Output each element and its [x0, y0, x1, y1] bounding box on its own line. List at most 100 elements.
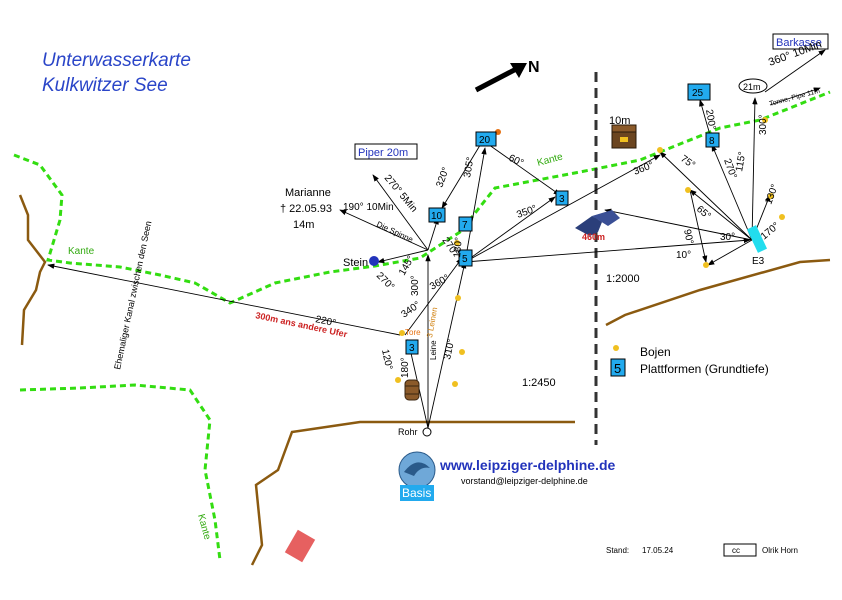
treasure-chest-icon	[611, 124, 637, 149]
bearing-label: 90°	[681, 228, 695, 245]
map-title: Unterwasserkarte	[42, 50, 191, 71]
scale-left: 1:2450	[522, 377, 556, 389]
buoy	[685, 187, 691, 193]
platform-label: 3	[559, 194, 565, 205]
website-link[interactable]: www.leipziger-delphine.de	[439, 457, 615, 473]
scale-right: 1:2000	[606, 273, 640, 285]
bearing-lines	[47, 49, 826, 429]
buoy	[762, 117, 768, 123]
buoy	[455, 295, 461, 301]
shoreline-east	[605, 258, 831, 327]
platform-25	[687, 83, 711, 101]
bearing-label: 180°	[452, 237, 465, 259]
bearing-label: 30°	[720, 232, 735, 243]
line-barkasse	[764, 49, 826, 93]
buoys	[395, 117, 785, 387]
platform-5	[458, 249, 473, 267]
platform-7	[458, 216, 473, 232]
bearing-label: 320°	[434, 166, 451, 189]
piper-label: Piper 20m	[358, 147, 408, 159]
stone-icon	[369, 256, 379, 266]
legend-buoy-icon	[613, 345, 619, 351]
author-label: Olrik Horn	[762, 546, 798, 555]
line-to-10	[427, 217, 439, 251]
basis-label: Basis	[402, 486, 431, 500]
bearing-label: 300°	[758, 114, 769, 135]
bearing-label: 170°	[759, 221, 782, 243]
e3-marker: E3	[746, 225, 768, 267]
platform-label: 3	[409, 343, 415, 354]
barrel-icon	[404, 379, 420, 401]
platform-label: 25	[692, 88, 704, 99]
buoy	[657, 147, 663, 153]
fish-distance: 460m	[582, 232, 605, 242]
line-360-a	[464, 154, 661, 263]
kante-lines	[13, 90, 831, 561]
bearing-label: 180°	[400, 357, 411, 378]
platform-10	[428, 207, 446, 223]
kanal-label: Ehemaliger Kanal zwischen den Seen	[112, 220, 153, 370]
buoy	[454, 240, 460, 246]
platform-8	[705, 132, 720, 148]
line-340	[404, 257, 463, 336]
buoy	[703, 262, 709, 268]
marianne-bearing: 190° 10Min	[343, 202, 394, 213]
legend-plattformen: Plattformen (Grundtiefe)	[640, 362, 769, 376]
barkasse-depth: 21m	[743, 82, 761, 92]
line-fish	[604, 208, 753, 241]
pipe-icon	[422, 427, 432, 437]
marianne-date: † 22.05.93	[280, 203, 332, 215]
line-320	[441, 141, 483, 209]
bearing-label: 115°	[734, 151, 748, 173]
line-350	[464, 196, 556, 263]
platform-label: 20	[479, 135, 491, 146]
leine-label: Leine	[429, 340, 438, 360]
building-icon	[284, 529, 316, 563]
line-305	[464, 147, 487, 263]
platform-label: 10	[431, 211, 443, 222]
bearing-label: 350°	[515, 203, 538, 220]
legend-platform-number: 5	[614, 361, 621, 376]
platform-label: 7	[462, 220, 468, 231]
fish-icon	[575, 210, 620, 236]
buoy	[395, 377, 401, 383]
bearing-label: 200°	[703, 109, 717, 131]
map-subtitle: Kulkwitzer See	[42, 75, 168, 96]
e3-label: E3	[752, 256, 765, 267]
email-link[interactable]: vorstand@leipziger-delphine.de	[461, 476, 588, 486]
line-tonne	[769, 87, 821, 106]
bearing-label: 300°	[410, 275, 421, 296]
stein-label: Stein	[343, 257, 368, 269]
shoreline-west	[18, 194, 47, 346]
barkasse-box	[772, 33, 829, 50]
kante-main	[13, 90, 831, 305]
shoreline-south	[250, 420, 575, 566]
kante-lower	[19, 383, 222, 561]
cc-license-icon	[723, 543, 757, 557]
stand-date: 17.05.24	[642, 546, 674, 555]
line-65	[689, 189, 753, 241]
platform-3-south	[405, 339, 419, 355]
barkasse-depth-oval	[738, 78, 768, 94]
dolphin-logo-icon	[398, 451, 436, 501]
buoy	[768, 193, 774, 199]
legend-platform-icon	[610, 358, 626, 377]
north-label: N	[528, 59, 540, 76]
kante-label: Kante	[536, 151, 565, 169]
line-115	[751, 97, 758, 241]
platform-label: 5	[462, 254, 468, 265]
bearing-label: 220°	[314, 314, 337, 329]
leinen-label: 3 Leinen	[425, 307, 439, 339]
shoreline	[18, 194, 831, 566]
north-arrow-icon	[474, 63, 527, 93]
platform-3-east	[555, 190, 569, 206]
legend-bojen: Bojen	[640, 345, 671, 359]
bearing-label: 305°	[462, 156, 476, 178]
line-75	[659, 151, 753, 241]
line-stein	[377, 249, 429, 264]
bearing-label: 60°	[507, 153, 525, 169]
legend: Bojen 5 Plattformen (Grundtiefe)	[610, 345, 769, 377]
cc-badge-text: cc	[732, 546, 740, 555]
line-rohr-5	[427, 261, 467, 429]
